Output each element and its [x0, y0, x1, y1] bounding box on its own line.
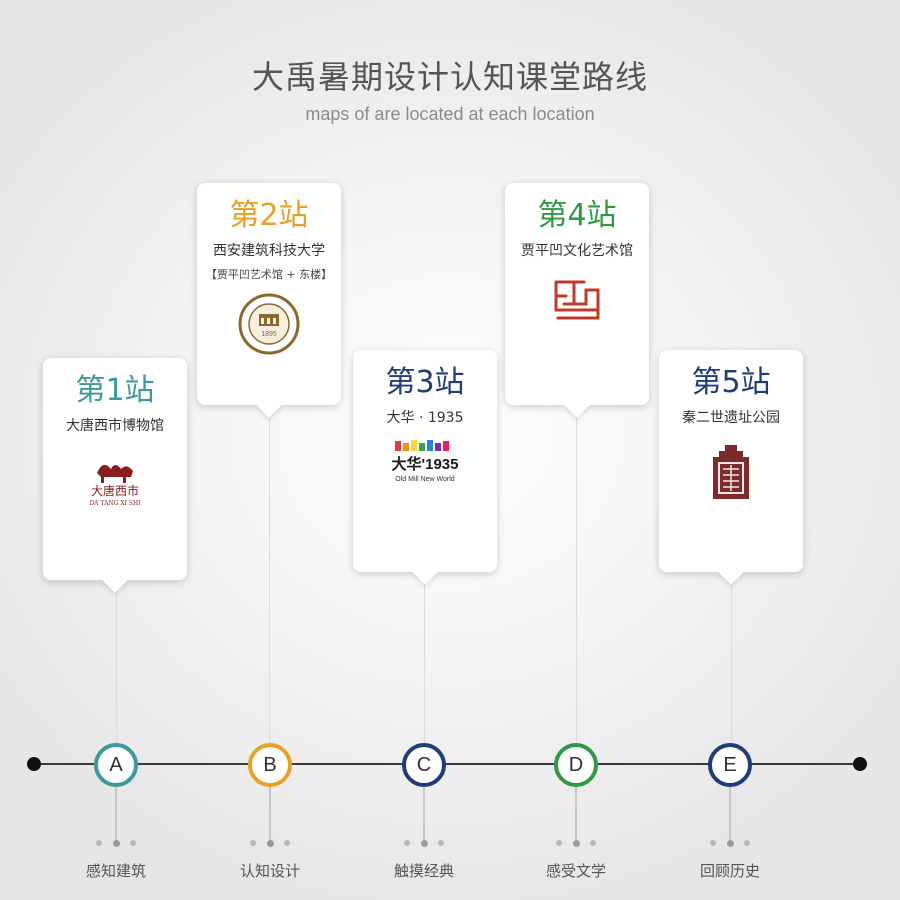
page-subtitle: maps of are located at each location [305, 104, 595, 124]
stop-card-2[interactable]: 第2站 西安建筑科技大学 【贾平凹艺术馆 + 东楼】 1895 [197, 183, 341, 405]
stop-label: 触摸经典 [393, 862, 454, 880]
marker-stem [115, 787, 117, 842]
marker-letter: E [723, 753, 737, 776]
stop-name: 秦二世遗址公园 [682, 410, 780, 426]
stop-label: 感知建筑 [85, 862, 146, 880]
datang-xishi-logo: 大唐西市 DA TANG XI SHI [89, 464, 141, 507]
dahua-1935-logo: 大华'1935 Old Mill New World [392, 440, 459, 483]
stop-title: 第1站 [75, 373, 155, 408]
marker-letter: C [416, 753, 432, 776]
logo-caption: DA TANG XI SHI [89, 500, 141, 507]
marker-letter: A [109, 753, 123, 776]
stop-card-4[interactable]: 第4站 贾平凹文化艺术馆 [505, 183, 649, 405]
stop-card-3[interactable]: 第3站 大华 · 1935 大华'1935 Old Mill New World [353, 350, 497, 572]
stop-title: 第2站 [229, 198, 309, 233]
logo-text: 1895 [261, 331, 277, 338]
dot-separator [96, 839, 136, 847]
connector-line [731, 578, 732, 745]
stop-name: 贾平凹文化艺术馆 [521, 243, 633, 259]
timeline-end-dot [853, 757, 867, 771]
connector-line [424, 578, 425, 745]
dot-separator [710, 839, 750, 847]
marker-b[interactable]: B [248, 743, 292, 787]
stop-subtitle: 【贾平凹艺术馆 + 东楼】 [205, 268, 333, 281]
page-title: 大禹暑期设计认知课堂路线 [251, 58, 648, 96]
marker-letter: B [263, 753, 277, 776]
stop-card-1[interactable]: 第1站 大唐西市博物馆 大唐西市 DA TANG XI SHI [43, 358, 187, 580]
stop-name: 西安建筑科技大学 [213, 243, 325, 259]
timeline-start-dot [27, 757, 41, 771]
logo-text: 大华'1935 [392, 455, 459, 473]
stop-label: 认知设计 [239, 862, 300, 880]
stop-title: 第3站 [385, 365, 465, 400]
stop-label: 回顾历史 [699, 862, 760, 880]
stop-name: 大华 · 1935 [386, 410, 464, 426]
qin-ershi-park-logo [713, 445, 749, 499]
dot-separator [556, 839, 596, 847]
connector-line [116, 585, 117, 745]
stop-title: 第5站 [691, 365, 771, 400]
jia-pingwa-seal-logo [554, 280, 600, 320]
marker-stem [575, 787, 577, 842]
connector-line [576, 410, 577, 745]
marker-stem [729, 787, 731, 842]
dot-separator [250, 839, 290, 847]
marker-d[interactable]: D [554, 743, 598, 787]
dot-separator [404, 839, 444, 847]
marker-letter: D [568, 753, 584, 776]
marker-stem [269, 787, 271, 842]
stop-title: 第4站 [537, 198, 617, 233]
marker-a[interactable]: A [94, 743, 138, 787]
connector-line [269, 410, 270, 745]
marker-c[interactable]: C [402, 743, 446, 787]
timeline-track [34, 763, 860, 765]
logo-text: 大唐西市 [91, 483, 139, 498]
stop-name: 大唐西市博物馆 [66, 418, 164, 434]
xauat-seal-logo: 1895 [238, 293, 300, 355]
logo-caption: Old Mill New World [395, 476, 454, 483]
marker-stem [423, 787, 425, 842]
stop-card-5[interactable]: 第5站 秦二世遗址公园 [659, 350, 803, 572]
stop-label: 感受文学 [545, 862, 606, 880]
marker-e[interactable]: E [708, 743, 752, 787]
